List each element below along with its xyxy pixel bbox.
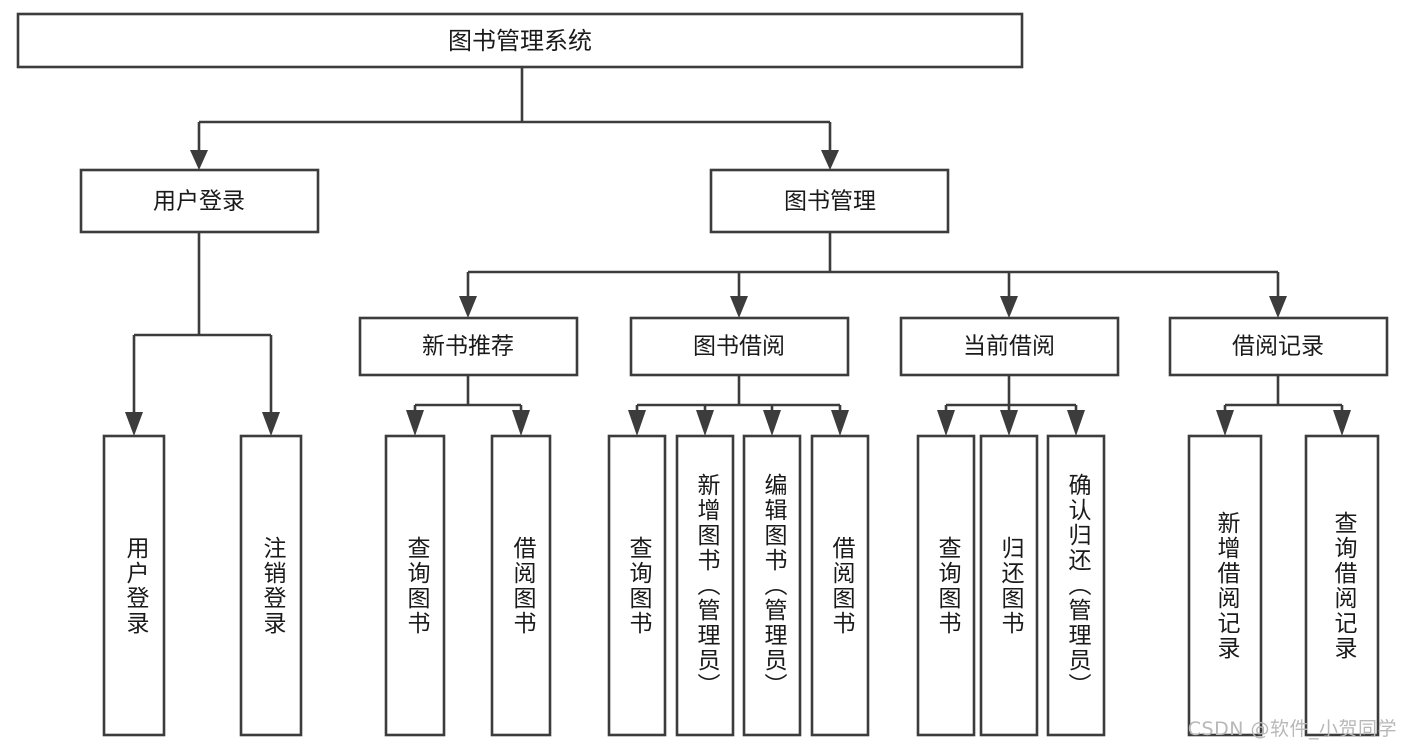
leaf-query-record-box[interactable] [1304,434,1380,737]
node-user-login-box[interactable] [79,168,320,234]
leaf-query-book-3-box[interactable] [916,434,976,737]
arrow-leaf-add-book [696,410,714,436]
node-user-login-label: 用户登录 [153,189,245,215]
arrow-leaf-edit-book [763,410,781,436]
edge-group-borrow-to-leaves [628,375,849,436]
leaf-return-book-box[interactable] [979,434,1039,737]
arrow-leaf-add-record [1216,410,1234,436]
arrow-leaf-logout [262,412,280,436]
node-root-label: 图书管理系统 [448,27,592,55]
node-new-book-recommend-box[interactable] [358,316,579,377]
arrow-leaf-query-book-1 [406,410,424,436]
edge-group-book-mgmt-to-level3 [459,232,1287,318]
arrow-to-new-book [459,296,477,318]
arrow-to-current [1000,296,1018,318]
node-root[interactable]: 图书管理系统 [16,12,1024,69]
node-new-book-recommend[interactable]: 新书推荐 [358,316,579,377]
node-current-borrow-box[interactable] [899,316,1120,377]
leaf-group-current-borrow [916,434,1106,737]
leaf-group-book-borrow [607,434,870,737]
arrow-leaf-query-book-2 [628,410,646,436]
edge-group-user-login-to-leaves [125,232,280,436]
watermark-text: CSDN @软件_小贺同学 [1187,718,1397,740]
leaf-logout-box[interactable] [239,434,303,737]
arrow-root-to-user-login [190,150,208,170]
node-book-management[interactable]: 图书管理 [709,168,950,234]
node-borrow-records-label: 借阅记录 [1232,334,1324,360]
node-new-book-recommend-label: 新书推荐 [422,334,514,360]
leaf-edit-book-box[interactable] [742,434,802,737]
node-borrow-records-box[interactable] [1168,316,1389,377]
arrow-leaf-user-login [125,412,143,436]
arrow-leaf-query-record [1333,410,1351,436]
leaf-group-user-login [102,434,303,737]
leaf-user-login-box[interactable] [102,434,166,737]
leaf-query-book-1-box[interactable] [384,434,446,737]
arrow-leaf-borrow-book-1 [512,410,530,436]
edge-group-root-to-level2 [190,67,839,170]
node-current-borrow[interactable]: 当前借阅 [899,316,1120,377]
leaf-group-new-book [384,434,552,737]
arrow-leaf-return-book [1000,410,1018,436]
node-book-management-box[interactable] [709,168,950,234]
node-current-borrow-label: 当前借阅 [963,334,1055,360]
edge-group-current-to-leaves [937,375,1085,436]
arrow-leaf-query-book-3 [937,410,955,436]
arrow-leaf-confirm-return [1067,410,1085,436]
leaf-confirm-return-box[interactable] [1046,434,1106,737]
edge-group-records-to-leaves [1216,375,1351,436]
arrow-leaf-borrow-book-2 [831,410,849,436]
node-root-box[interactable] [16,12,1024,69]
node-book-management-label: 图书管理 [784,189,876,215]
leaf-query-book-2-box[interactable] [607,434,667,737]
leaf-borrow-book-2-box[interactable] [810,434,870,737]
leaf-add-book-box[interactable] [675,434,735,737]
arrow-root-to-book-mgmt [821,150,839,170]
node-borrow-records[interactable]: 借阅记录 [1168,316,1389,377]
node-book-borrow-box[interactable] [629,316,850,377]
leaf-borrow-book-1-box[interactable] [490,434,552,737]
leaf-add-record-box[interactable] [1187,434,1263,737]
node-user-login[interactable]: 用户登录 [79,168,320,234]
arrow-to-borrow [730,296,748,318]
node-book-borrow[interactable]: 图书借阅 [629,316,850,377]
node-book-borrow-label: 图书借阅 [693,334,785,360]
arrow-to-records [1269,296,1287,318]
edge-group-new-book-to-leaves [406,375,530,436]
leaf-group-borrow-records [1187,434,1380,737]
